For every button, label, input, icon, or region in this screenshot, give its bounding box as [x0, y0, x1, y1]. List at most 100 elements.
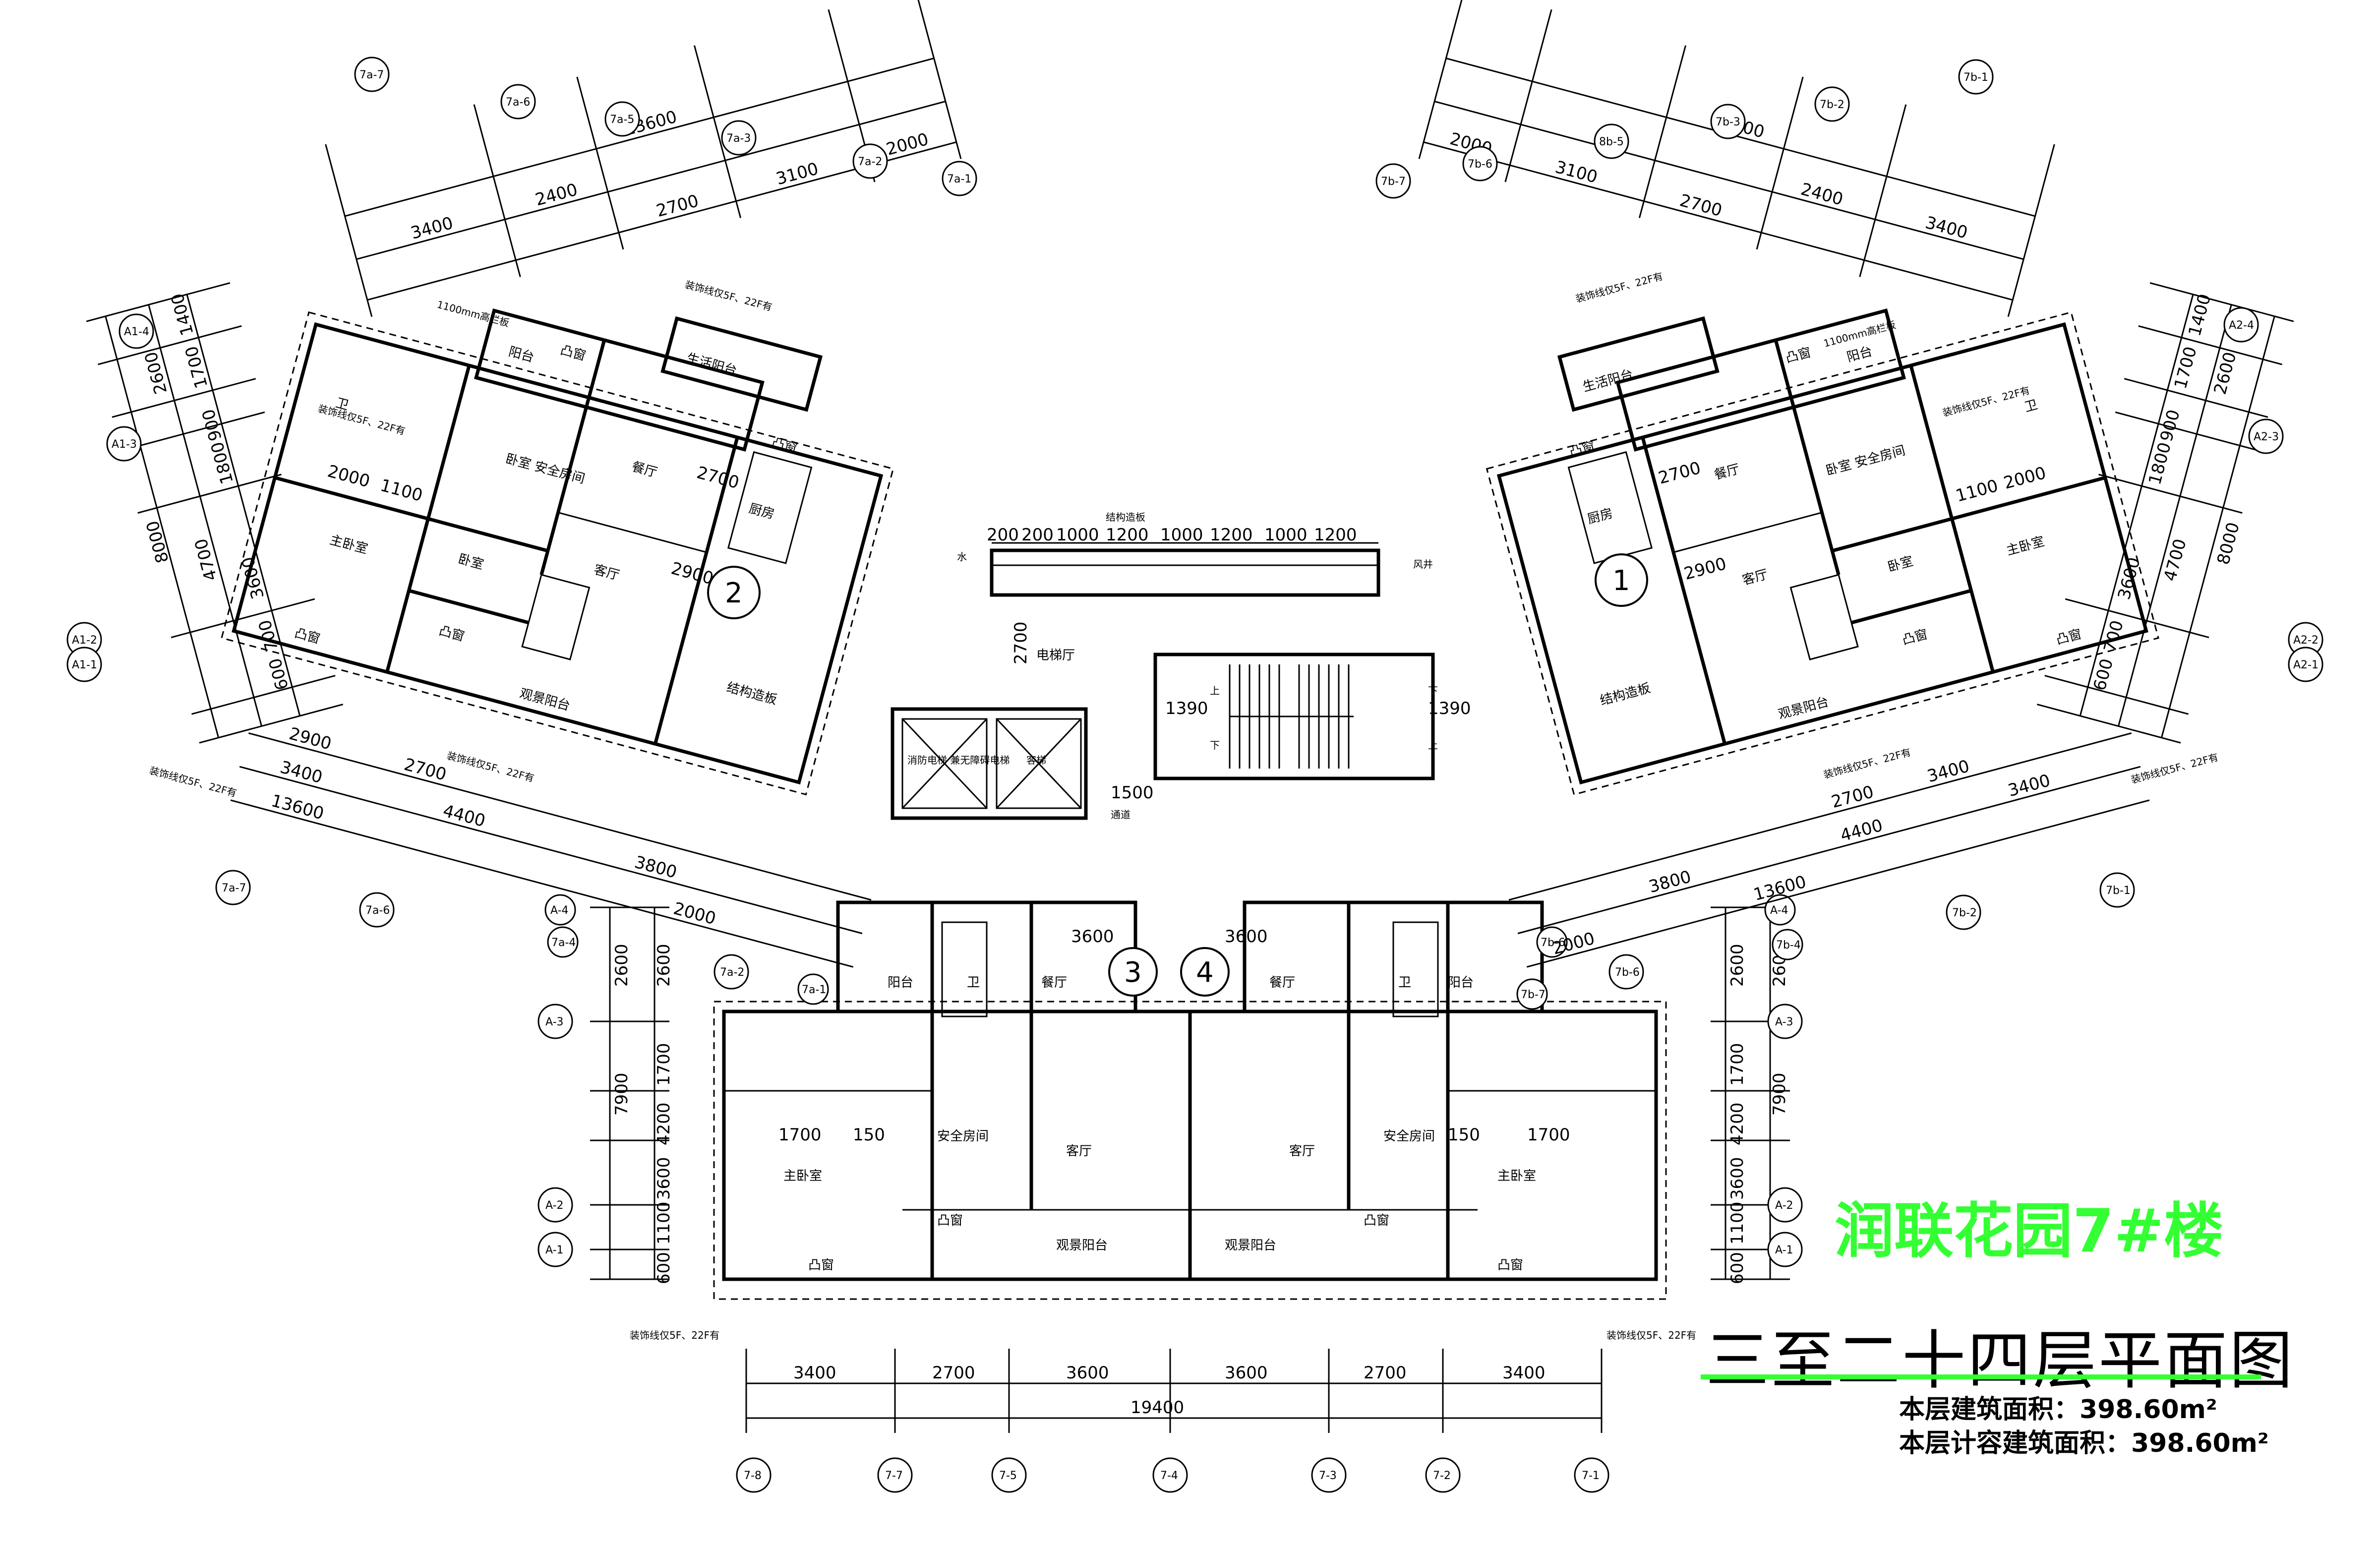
- svg-text:7900: 7900: [1770, 1072, 1789, 1116]
- svg-text:7a-2: 7a-2: [720, 966, 744, 979]
- room-life-balcony-r: 生活阳台: [1581, 367, 1635, 395]
- svg-text:A-1: A-1: [545, 1244, 564, 1256]
- room-master-3: 主卧室: [783, 1169, 822, 1184]
- room-balcony-4: 阳台: [1448, 975, 1474, 990]
- svg-text:7b-1: 7b-1: [2106, 885, 2131, 897]
- svg-text:A-3: A-3: [1775, 1016, 1793, 1028]
- note-decor-7: 装饰线仅5F、22F有: [1822, 746, 1912, 781]
- svg-text:7-3: 7-3: [1319, 1470, 1337, 1482]
- bay-window-2: 凸窗: [437, 623, 466, 644]
- unit-4-marker: 4: [1180, 947, 1230, 997]
- note-decor-10: 装饰线仅5F、22F有: [1606, 1329, 1696, 1341]
- svg-text:1200: 1200: [1106, 525, 1149, 545]
- svg-text:下: 下: [1210, 739, 1220, 751]
- svg-text:7-7: 7-7: [885, 1470, 903, 1482]
- note-decor-5: 装饰线仅5F、22F有: [148, 765, 238, 799]
- svg-text:3400: 3400: [793, 1363, 836, 1383]
- structure-panel-r: 结构造板: [1599, 681, 1652, 709]
- room-dining-3: 餐厅: [1041, 975, 1067, 990]
- svg-text:1: 1: [1612, 565, 1630, 597]
- misc-axis-bubbles: 7a-4 7a-1 7b-6 7b-4 7b-7: [547, 926, 1803, 1010]
- note-decor-9: 装饰线仅5F、22F有: [630, 1329, 719, 1341]
- wing-bottom-dims-right: 3400 2700 3400 4400 3800 13600 2000: [1508, 732, 2150, 968]
- svg-text:1700: 1700: [2171, 345, 2201, 391]
- svg-text:600: 600: [265, 656, 293, 692]
- room-balcony-3: 阳台: [888, 975, 913, 990]
- svg-text:上: 上: [1210, 685, 1220, 697]
- svg-text:7b-6: 7b-6: [1615, 966, 1640, 979]
- svg-text:2600: 2600: [2210, 350, 2241, 397]
- svg-text:3400: 3400: [1502, 1363, 1546, 1383]
- bottom-dimensions: 3400 2700 3600 3600 2700 3400 19400: [745, 1349, 1603, 1433]
- svg-text:7-8: 7-8: [744, 1470, 762, 1482]
- svg-text:200: 200: [987, 525, 1019, 545]
- svg-text:7900: 7900: [612, 1072, 632, 1116]
- svg-text:水: 水: [957, 551, 967, 563]
- svg-text:通道: 通道: [1111, 809, 1130, 821]
- svg-text:7-1: 7-1: [1582, 1470, 1600, 1482]
- svg-text:7a-1: 7a-1: [947, 173, 971, 185]
- center-left-axis-bubbles: A-3 A-2 A-1 A-4: [537, 894, 576, 1267]
- svg-text:7a-6: 7a-6: [506, 96, 530, 109]
- svg-text:A2-1: A2-1: [2293, 659, 2319, 671]
- bay-window-4a: 凸窗: [1497, 1258, 1523, 1273]
- room-bath-3: 卫: [967, 975, 980, 990]
- svg-text:A-3: A-3: [545, 1016, 564, 1028]
- bottom-axis-bubbles: 7-8 7-7 7-5 7-4 7-3 7-2 7-1: [736, 1457, 1609, 1493]
- svg-text:7a-5: 7a-5: [610, 114, 634, 126]
- svg-text:A1-3: A1-3: [112, 438, 137, 451]
- svg-text:13600: 13600: [269, 791, 326, 824]
- svg-text:600: 600: [654, 1252, 674, 1284]
- svg-text:风井: 风井: [1413, 558, 1433, 570]
- svg-text:7b-4: 7b-4: [1776, 939, 1801, 951]
- far-area-label: 本层计容建筑面积：398.60m²: [1899, 1428, 2269, 1458]
- bay-window-3: 凸窗: [559, 343, 588, 363]
- svg-text:150: 150: [1448, 1125, 1480, 1145]
- bay-window-4: 凸窗: [770, 435, 799, 456]
- svg-text:8b-5: 8b-5: [1599, 136, 1624, 148]
- bay-window: 凸窗: [293, 626, 322, 647]
- svg-text:3600: 3600: [654, 1157, 674, 1200]
- svg-text:600: 600: [1727, 1252, 1747, 1284]
- svg-text:2000: 2000: [325, 461, 372, 491]
- svg-text:A-2: A-2: [1775, 1199, 1793, 1212]
- bay-window-r2: 凸窗: [1901, 627, 1929, 648]
- wing-bottom-axis-bubbles: 7a-7 7a-6 7a-2 7b-2 7b-1 7b-6: [215, 870, 2135, 990]
- fire-elevator-label: 消防电梯 兼无障碍电梯: [907, 754, 1010, 766]
- bay-window-4b: 凸窗: [1364, 1213, 1389, 1228]
- svg-text:4200: 4200: [654, 1102, 674, 1145]
- svg-text:2700: 2700: [695, 463, 741, 493]
- svg-text:2600: 2600: [1727, 944, 1747, 987]
- bay-window-3a: 凸窗: [808, 1258, 834, 1273]
- svg-text:1700: 1700: [1727, 1043, 1747, 1086]
- title-underline: [1701, 1374, 2261, 1379]
- svg-text:2600: 2600: [654, 944, 674, 987]
- svg-text:A2-3: A2-3: [2254, 431, 2279, 443]
- svg-text:A-4: A-4: [550, 904, 569, 917]
- room-view-balcony-4: 观景阳台: [1225, 1238, 1276, 1253]
- note-decor-4: 装饰线仅5F、22F有: [1941, 384, 2031, 419]
- svg-text:7b-7: 7b-7: [1521, 989, 1546, 1001]
- svg-text:7-4: 7-4: [1160, 1470, 1178, 1482]
- room-living-3: 客厅: [1066, 1144, 1092, 1159]
- svg-text:3600: 3600: [1066, 1363, 1109, 1383]
- bay-window-r: 凸窗: [2055, 627, 2083, 648]
- svg-text:1100: 1100: [1954, 476, 2000, 506]
- plan-title: 三至二十四层平面图: [1706, 1324, 2295, 1398]
- svg-text:A-4: A-4: [1770, 904, 1788, 917]
- units-3-4-plan: 主卧室 安全房间 客厅 餐厅 阳台 卫 观景阳台 凸窗 凸窗 主卧室 安全房间 …: [713, 900, 1667, 1300]
- svg-text:7-2: 7-2: [1433, 1470, 1451, 1482]
- svg-text:上: 上: [1428, 739, 1438, 751]
- bay-window-r3: 凸窗: [1784, 345, 1813, 366]
- svg-text:A2-2: A2-2: [2293, 634, 2319, 647]
- unit-3-marker: 3: [1108, 947, 1158, 997]
- project-title: 润联花园7#楼: [1835, 1197, 2224, 1266]
- svg-text:1390: 1390: [1428, 699, 1471, 718]
- svg-text:2700: 2700: [1011, 621, 1031, 664]
- svg-text:2700: 2700: [1656, 458, 1703, 488]
- svg-text:1100: 1100: [654, 1201, 674, 1245]
- svg-text:A2-4: A2-4: [2229, 319, 2254, 332]
- svg-text:1500: 1500: [1111, 783, 1154, 803]
- svg-text:1000: 1000: [1056, 525, 1099, 545]
